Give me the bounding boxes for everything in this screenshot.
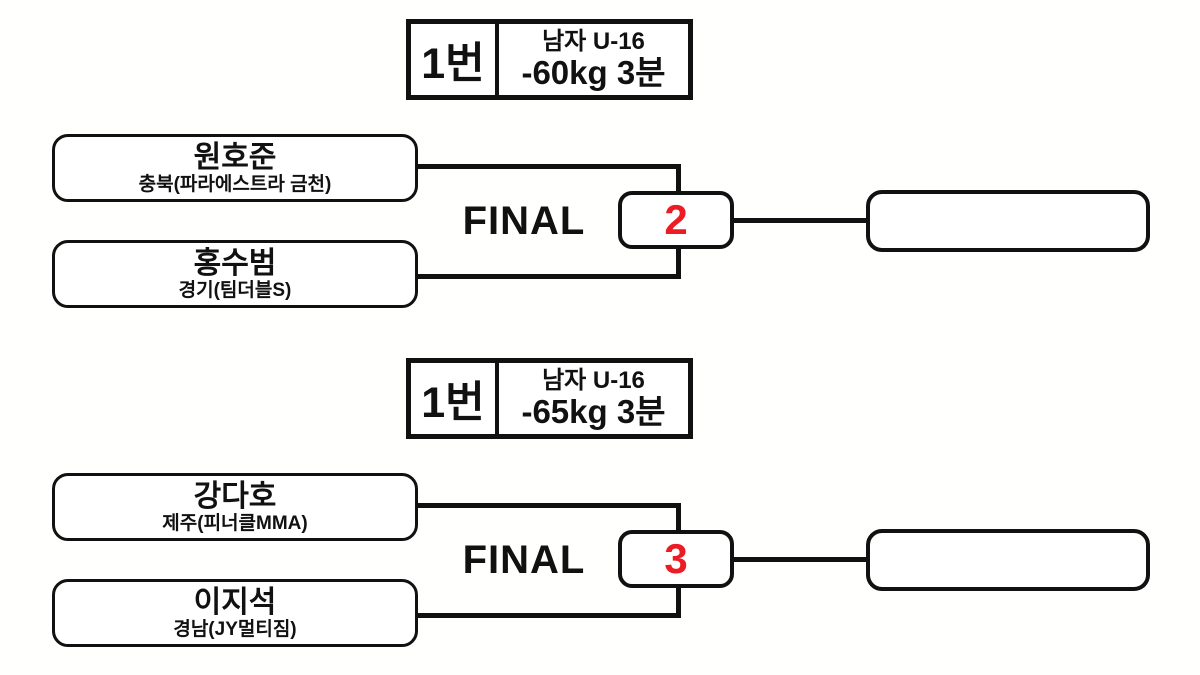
connector-line — [732, 218, 868, 223]
connector-line — [676, 503, 681, 535]
category-text: 남자 U-16 — [542, 366, 645, 394]
match-no-cell: 1번 — [411, 363, 499, 434]
weight-time-text: -65kg 3분 — [521, 392, 666, 430]
player-box-blue: 이지석 경남(JY멀티짐) — [52, 579, 418, 647]
player-team: 충북(파라에스트라 금천) — [138, 174, 332, 196]
connector-line — [416, 503, 680, 508]
player-team: 경기(팀더블S) — [178, 280, 292, 302]
player-box-blue: 홍수범 경기(팀더블S) — [52, 240, 418, 308]
match-header: 1번 남자 U-16 -65kg 3분 — [406, 358, 693, 439]
match-number-box: 3 — [618, 530, 734, 588]
match-number: 3 — [664, 535, 688, 582]
player-team: 경남(JY멀티짐) — [173, 619, 297, 641]
player-name: 홍수범 — [193, 246, 277, 280]
player-box-red: 강다호 제주(피너클MMA) — [52, 473, 418, 541]
player-team: 제주(피너클MMA) — [162, 513, 308, 535]
match-info-cell: 남자 U-16 -60kg 3분 — [499, 24, 688, 95]
player-name: 원호준 — [193, 140, 277, 174]
connector-line — [416, 164, 680, 169]
match-header: 1번 남자 U-16 -60kg 3분 — [406, 19, 693, 100]
match-number-box: 2 — [618, 191, 734, 249]
final-label: FINAL — [462, 199, 586, 243]
bracket-65kg: 1번 남자 U-16 -65kg 3분 강다호 제주(피너클MMA) 이지석 경… — [0, 339, 1200, 675]
match-info-cell: 남자 U-16 -65kg 3분 — [499, 363, 688, 434]
match-number: 2 — [664, 196, 688, 243]
connector-line — [676, 164, 681, 196]
match-no-cell: 1번 — [411, 24, 499, 95]
connector-line — [676, 246, 681, 279]
category-text: 남자 U-16 — [542, 27, 645, 55]
connector-line — [676, 585, 681, 618]
player-box-red: 원호준 충북(파라에스트라 금천) — [52, 134, 418, 202]
winner-box — [866, 529, 1150, 591]
weight-time-text: -60kg 3분 — [521, 53, 666, 91]
player-name: 이지석 — [193, 585, 277, 619]
player-name: 강다호 — [193, 479, 277, 513]
final-label: FINAL — [462, 538, 586, 582]
winner-box — [866, 190, 1150, 252]
connector-line — [416, 274, 680, 279]
bracket-60kg: 1번 남자 U-16 -60kg 3분 원호준 충북(파라에스트라 금천) 홍수… — [52, 19, 1150, 308]
connector-line — [732, 557, 868, 562]
connector-line — [416, 613, 680, 618]
